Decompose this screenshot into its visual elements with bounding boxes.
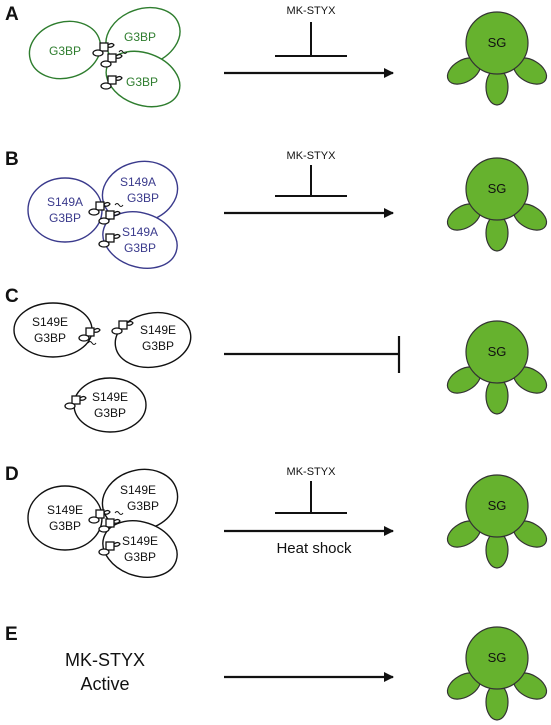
cell-label-line1: S149A xyxy=(47,195,83,209)
cell-label-line1: S149E xyxy=(122,534,158,548)
panel-letter-a: A xyxy=(5,4,19,25)
inhibitor-d: MK-STYX xyxy=(275,466,347,514)
cell-label-line1: S149A xyxy=(120,175,156,189)
stress-granule xyxy=(442,320,551,415)
cell-label: G3BP xyxy=(126,75,158,89)
cell-label-line2: G3BP xyxy=(49,519,81,533)
cell-label-line2: G3BP xyxy=(124,241,156,255)
stress-granule-b: SG xyxy=(442,157,551,252)
inhibitor-b: MK-STYX xyxy=(275,150,347,197)
sg-label: SG xyxy=(488,498,507,513)
sg-label: SG xyxy=(488,344,507,359)
panel-a: A G3BP G3BP G3BP MK-STYX SG xyxy=(5,4,551,108)
panel-c: C S149E G3BP S149E G3BP S149E G3BP SG xyxy=(5,286,551,433)
cell-label-line2: G3BP xyxy=(94,406,126,420)
panel-b: B S149A G3BP S149A G3BP S149A G3BP MK-ST… xyxy=(5,149,551,269)
cell-label-line1: S149E xyxy=(140,323,176,337)
stress-granule-e: SG xyxy=(442,626,551,721)
g3bp-cell xyxy=(13,302,93,358)
g3bp-cluster-d: S149E G3BP S149E G3BP S149E G3BP xyxy=(27,468,179,578)
rna-squiggle xyxy=(118,50,128,54)
stress-granule xyxy=(442,157,551,252)
g3bp-cell xyxy=(73,377,147,433)
g3bp-cluster-b: S149A G3BP S149A G3BP S149A G3BP xyxy=(27,160,179,269)
inhibitor-label: MK-STYX xyxy=(287,5,337,17)
panel-letter-e: E xyxy=(5,624,18,645)
stress-granule xyxy=(442,626,551,721)
cell-label-line2: G3BP xyxy=(124,550,156,564)
cell-label-line2: G3BP xyxy=(127,499,159,513)
rna-squiggle xyxy=(114,203,124,207)
panel-letter-b: B xyxy=(5,149,19,170)
g3bp-cell xyxy=(102,211,178,269)
cell-label-line2: G3BP xyxy=(142,339,174,353)
inhibitor-label: MK-STYX xyxy=(287,150,337,162)
rna-squiggle xyxy=(87,341,97,345)
stress-granule xyxy=(442,11,551,106)
stress-granule-d: SG xyxy=(442,474,551,569)
g3bp-cluster-c: S149E G3BP S149E G3BP S149E G3BP xyxy=(13,302,192,433)
active-label: Active xyxy=(80,674,129,694)
heat-shock-label: Heat shock xyxy=(276,540,352,557)
cell-label-line2: G3BP xyxy=(127,191,159,205)
panel-e: E MK-STYX Active SG xyxy=(5,624,551,721)
mk-styx-label: MK-STYX xyxy=(65,650,145,670)
cell-label-line2: G3BP xyxy=(34,331,66,345)
cell-label: G3BP xyxy=(124,30,156,44)
inhibitor-a: MK-STYX xyxy=(275,5,347,57)
rna-squiggle xyxy=(114,511,124,515)
sg-label: SG xyxy=(488,650,507,665)
cell-label-line2: G3BP xyxy=(49,211,81,225)
g3bp-cell xyxy=(28,20,102,80)
cell-label-line1: S149E xyxy=(120,483,156,497)
cell-label-line1: S149E xyxy=(32,315,68,329)
stress-granule-c: SG xyxy=(442,320,551,415)
panel-d: D S149E G3BP S149E G3BP S149E G3BP MK-ST… xyxy=(5,464,551,578)
sg-label: SG xyxy=(488,35,507,50)
cell-label-line1: S149A xyxy=(122,225,158,239)
inhibitor-label: MK-STYX xyxy=(287,466,337,478)
cell-label-line1: S149E xyxy=(92,390,128,404)
cell-label: G3BP xyxy=(49,44,81,58)
panel-letter-c: C xyxy=(5,286,19,307)
panel-letter-d: D xyxy=(5,464,19,485)
g3bp-cell xyxy=(102,520,178,578)
sg-label: SG xyxy=(488,181,507,196)
block-arrow-c xyxy=(224,336,401,373)
stress-granule xyxy=(442,474,551,569)
stress-granule-a: SG xyxy=(442,11,551,106)
g3bp-cluster-a: G3BP G3BP G3BP xyxy=(28,6,181,108)
cell-label-line1: S149E xyxy=(47,503,83,517)
g3bp-cell xyxy=(114,311,192,369)
